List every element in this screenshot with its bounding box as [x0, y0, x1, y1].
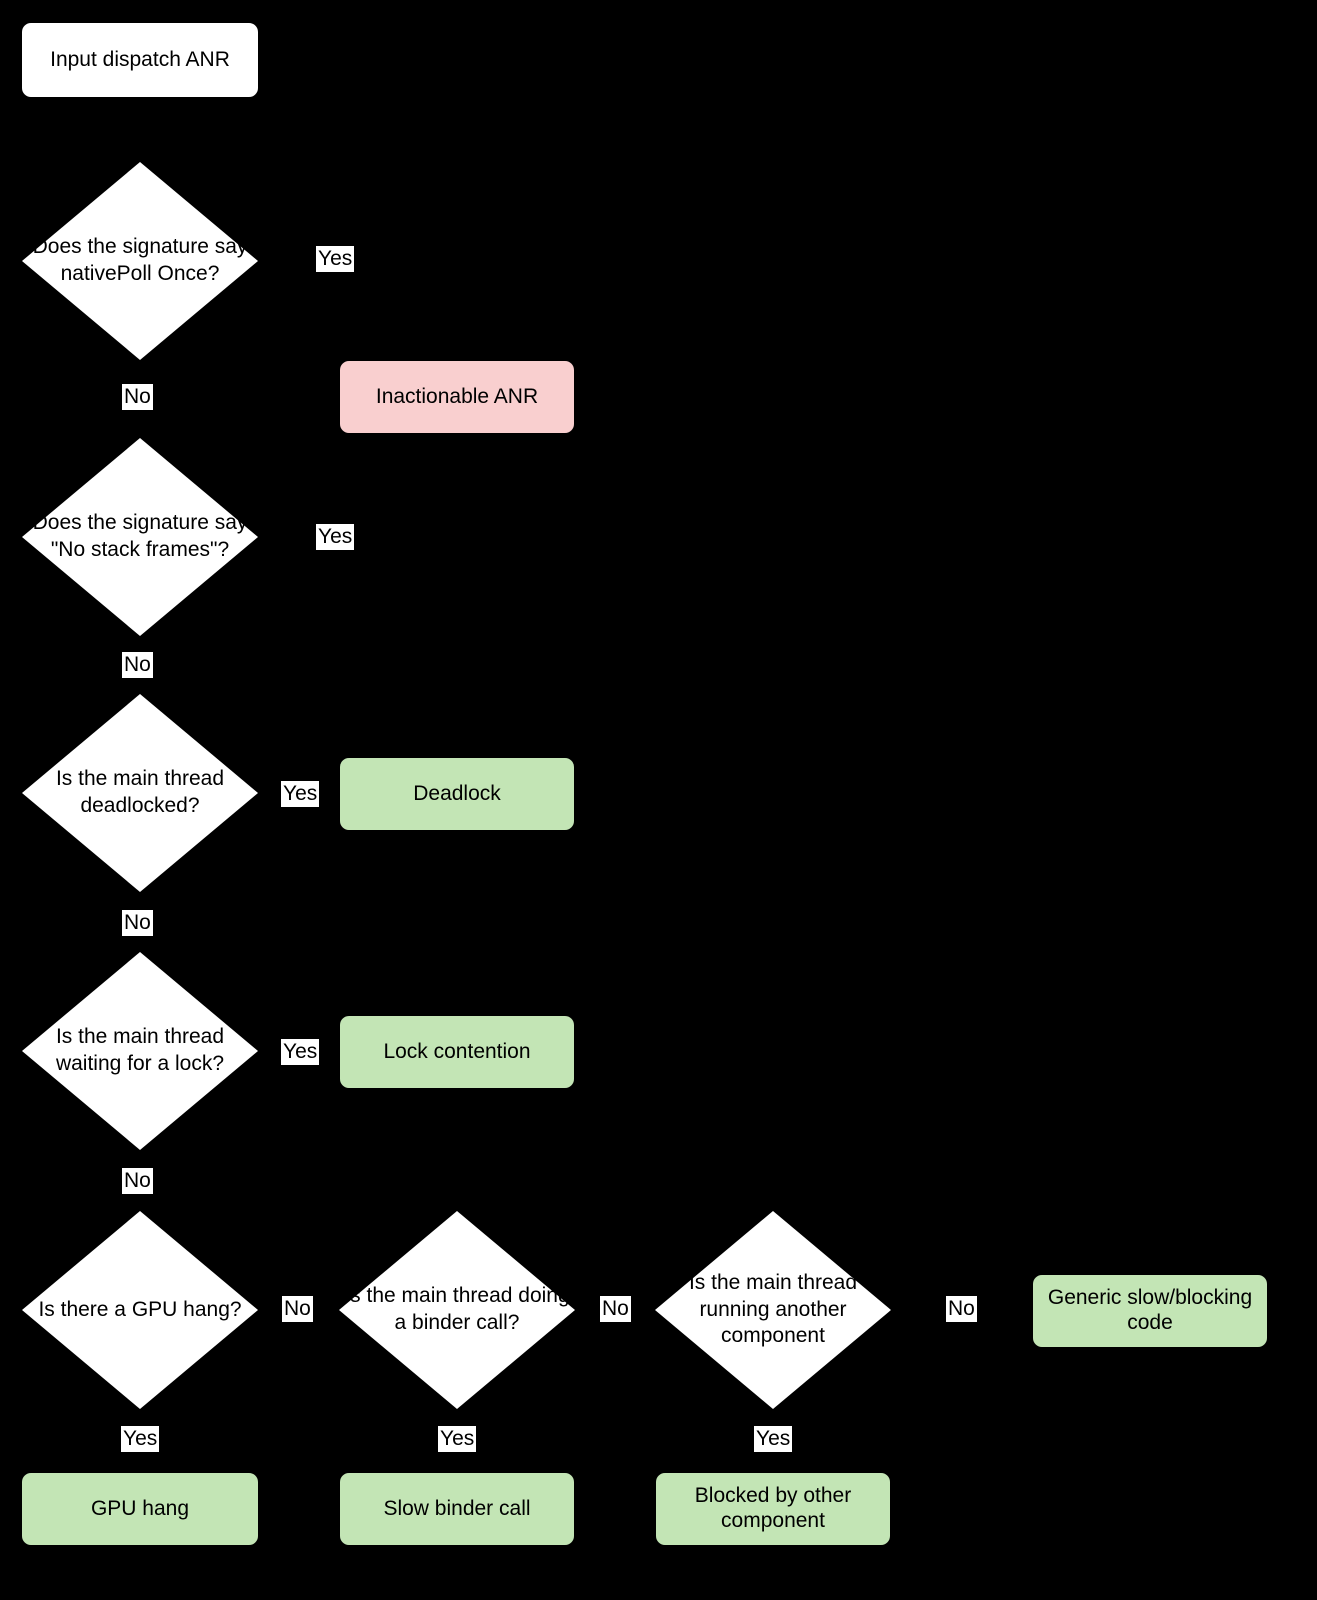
node-label: Slow binder call [383, 1496, 531, 1520]
edge-label-binder-call-no: No [600, 1296, 631, 1323]
node-label: Does the signature say nativePoll Once? [32, 235, 248, 285]
edge-label-nativepollonce-yes: Yes [316, 246, 355, 273]
node-deadlock[interactable]: Deadlock [339, 757, 575, 831]
edge-label-waiting-lock-yes: Yes [281, 1039, 320, 1066]
node-label: Is there a GPU hang? [38, 1297, 242, 1321]
node-label: Deadlock [413, 781, 501, 805]
edge-label-gpu-hang-no: No [282, 1296, 313, 1323]
edge-label-deadlocked-yes: Yes [281, 781, 320, 808]
node-label: Lock contention [383, 1039, 531, 1063]
edge-label-deadlocked-no: No [122, 910, 153, 937]
edge-label-waiting-lock-no: No [122, 1168, 153, 1195]
node-label: Blocked by other component [694, 1484, 852, 1532]
node-question-nativepollonce[interactable]: Does the signature say nativePoll Once? [22, 162, 258, 360]
node-question-gpu-hang[interactable]: Is there a GPU hang? [22, 1211, 258, 1409]
node-gpu-hang[interactable]: GPU hang [21, 1472, 259, 1546]
node-input-dispatch-anr[interactable]: Input dispatch ANR [21, 22, 259, 98]
node-question-no-stack-frames[interactable]: Does the signature say "No stack frames"… [22, 438, 258, 636]
edge-label-other-component-no: No [946, 1296, 977, 1323]
node-label: Inactionable ANR [375, 384, 539, 408]
node-label: Is the main thread waiting for a lock? [55, 1025, 225, 1075]
edge-label-no-stack-frames-no: No [122, 652, 153, 679]
node-question-main-thread-waiting-lock[interactable]: Is the main thread waiting for a lock? [22, 952, 258, 1150]
node-generic-slow-blocking-code[interactable]: Generic slow/blocking code [1032, 1274, 1268, 1348]
node-question-main-thread-deadlocked[interactable]: Is the main thread deadlocked? [22, 694, 258, 892]
edge-label-no-stack-frames-yes: Yes [316, 524, 355, 551]
edge-label-gpu-hang-yes: Yes [121, 1426, 160, 1453]
edge-label-nativepollonce-no: No [122, 384, 153, 411]
node-inactionable-anr[interactable]: Inactionable ANR [339, 360, 575, 434]
edge-label-other-component-yes: Yes [754, 1426, 793, 1453]
node-label: Input dispatch ANR [50, 47, 230, 71]
node-label: Is the main thread doing a binder call? [344, 1284, 570, 1334]
node-label: GPU hang [90, 1496, 190, 1520]
node-lock-contention[interactable]: Lock contention [339, 1015, 575, 1089]
node-question-other-component[interactable]: Is the main thread running another compo… [655, 1211, 891, 1409]
node-label: Does the signature say "No stack frames"… [32, 511, 248, 561]
edge-label-binder-call-yes: Yes [438, 1426, 477, 1453]
node-label: Generic slow/blocking code [1047, 1286, 1253, 1334]
node-label: Is the main thread deadlocked? [55, 767, 225, 817]
node-question-binder-call[interactable]: Is the main thread doing a binder call? [339, 1211, 575, 1409]
node-blocked-by-other-component[interactable]: Blocked by other component [655, 1472, 891, 1546]
node-label: Is the main thread running another compo… [688, 1270, 858, 1348]
node-slow-binder-call[interactable]: Slow binder call [339, 1472, 575, 1546]
